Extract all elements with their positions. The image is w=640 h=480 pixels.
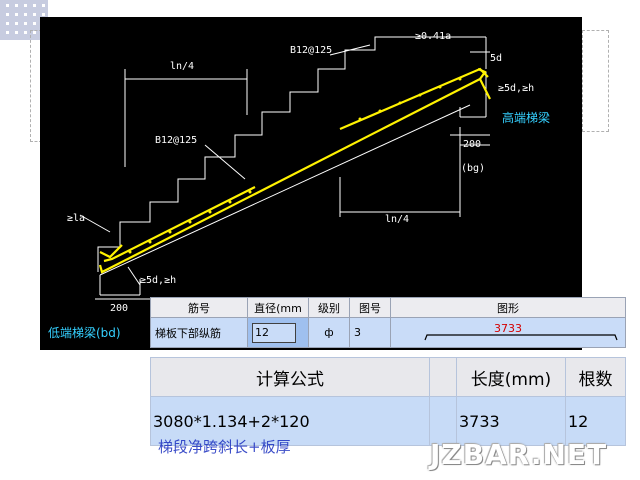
header-grade: 级别 — [308, 297, 350, 318]
header-shape: 图形 — [390, 297, 626, 318]
anchor-5d-h-left-label: ≥5d,≥h — [140, 275, 177, 286]
rebar-dots — [128, 77, 462, 254]
formula-note: 梯段净跨斜长+板厚 — [158, 438, 291, 456]
low-beam-label: 低端梯梁(bd) — [48, 326, 121, 340]
header-diameter: 直径(mm — [247, 297, 309, 318]
table-row[interactable]: 梯板下部纵筋 12 ф 3 3733 — [150, 317, 626, 348]
figure-no-cell[interactable]: 3 — [349, 317, 391, 348]
rebar-table: 筋号 直径(mm 级别 图号 图形 梯板下部纵筋 12 ф 3 3733 — [150, 297, 626, 348]
bg-tag-label: (bg) — [461, 163, 486, 174]
stair-reinforcement-drawing: ln/4 ln/4 B12@125 B12@125 ≥0.41a 5d ≥5d,… — [40, 17, 582, 350]
header-length: 长度(mm) — [456, 357, 566, 397]
rebar-mid-label: B12@125 — [155, 135, 198, 146]
anchor-5d-h-right-label: ≥5d,≥h — [498, 83, 535, 94]
stair-outline — [79, 36, 490, 300]
shape-length-value: 3733 — [494, 322, 522, 335]
high-beam-label: 高端梯梁 — [502, 111, 551, 125]
anchor-5d-label: 5d — [490, 53, 503, 64]
shape-cell[interactable]: 3733 — [390, 317, 626, 348]
drawing-canvas — [79, 36, 491, 300]
header-formula: 计算公式 — [150, 357, 430, 397]
rebar-top-label: B12@125 — [290, 45, 333, 56]
grade-cell[interactable]: ф — [308, 317, 350, 348]
watermark-logo: JZBAR.NET — [430, 438, 608, 471]
header-bar-name: 筋号 — [150, 297, 248, 318]
header-count: 根数 — [565, 357, 626, 397]
rebar-lines — [98, 67, 491, 274]
ln4-bottom-label: ln/4 — [385, 214, 410, 225]
ln4-top-label: ln/4 — [170, 61, 195, 72]
diameter-cell[interactable]: 12 — [247, 317, 309, 348]
dim-200-right-label: 200 — [463, 139, 482, 150]
length-cell[interactable]: 3733 — [456, 396, 566, 446]
rebar-table-header: 筋号 直径(mm 级别 图号 图形 — [150, 297, 626, 318]
count-cell[interactable]: 12 — [565, 396, 626, 446]
diameter-input[interactable]: 12 — [252, 322, 296, 343]
slide-frame-right — [582, 30, 609, 132]
header-figure-no: 图号 — [349, 297, 391, 318]
formula-cell[interactable]: 3080*1.134+2*120 — [150, 396, 430, 446]
bar-shape-icon — [424, 334, 618, 341]
anchor-la-label: ≥la — [67, 213, 86, 224]
blank-cell[interactable] — [429, 396, 457, 446]
bar-name-cell[interactable]: 梯板下部纵筋 — [150, 317, 248, 348]
dim-200-left-label: 200 — [110, 303, 129, 314]
table-row[interactable]: 3080*1.134+2*120 3733 12 — [150, 396, 626, 446]
header-blank — [429, 357, 457, 397]
anchor-041-label: ≥0.41a — [415, 31, 452, 42]
formula-table: 计算公式 长度(mm) 根数 3080*1.134+2*120 3733 12 — [150, 357, 626, 446]
formula-table-header: 计算公式 长度(mm) 根数 — [150, 357, 626, 397]
